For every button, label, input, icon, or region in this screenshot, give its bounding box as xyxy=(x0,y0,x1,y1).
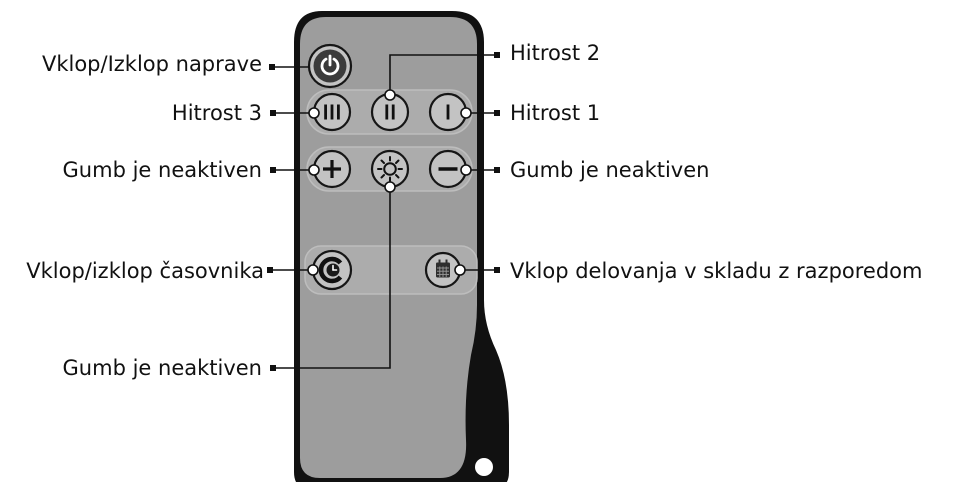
speed-1-icon xyxy=(446,104,450,120)
callout-schedule: Vklop delovanja v skladu z razporedom xyxy=(454,259,922,283)
callout-anchor-dot xyxy=(384,181,396,193)
callout-marker xyxy=(270,167,276,173)
callout-speed-2-label: Hitrost 2 xyxy=(510,41,600,65)
callout-light-label: Gumb je neaktiven xyxy=(63,356,262,380)
callout-plus-inactive: Gumb je neaktiven xyxy=(63,158,320,182)
sun-icon xyxy=(377,156,403,182)
callout-marker xyxy=(270,110,276,116)
callout-anchor-dot xyxy=(308,107,320,119)
timer-button xyxy=(311,249,353,291)
callout-speed-2: Hitrost 2 xyxy=(384,41,600,101)
speed-3-button xyxy=(312,92,352,132)
callout-marker xyxy=(494,52,500,58)
callout-light-inactive: Gumb je neaktiven xyxy=(63,181,396,380)
callout-anchor-dot xyxy=(460,107,472,119)
plus-button xyxy=(312,149,352,189)
remote-led-dot xyxy=(475,458,493,476)
callout-marker xyxy=(494,167,500,173)
callout-anchor-dot xyxy=(460,164,472,176)
speed-2-button xyxy=(370,92,410,132)
callout-marker xyxy=(269,64,275,70)
power-button xyxy=(307,43,353,89)
callout-marker xyxy=(270,365,276,371)
callout-speed-1: Hitrost 1 xyxy=(460,101,600,125)
clock-icon xyxy=(318,256,343,284)
callout-anchor-dot xyxy=(454,264,466,276)
callout-plus-label: Gumb je neaktiven xyxy=(63,158,262,182)
power-icon xyxy=(320,54,340,76)
speed-3-icon xyxy=(324,104,340,120)
speed-2-icon xyxy=(385,104,395,120)
plus-icon xyxy=(323,160,341,178)
callout-minus-inactive: Gumb je neaktiven xyxy=(460,158,709,182)
callout-anchor-dot xyxy=(384,89,396,101)
callout-timer: Vklop/izklop časovnika xyxy=(26,259,319,283)
leader-line xyxy=(276,192,391,369)
callout-anchor-dot xyxy=(307,264,319,276)
callout-timer-label: Vklop/izklop časovnika xyxy=(26,259,264,283)
callout-marker xyxy=(494,267,500,273)
callout-speed-1-label: Hitrost 1 xyxy=(510,101,600,125)
callout-power-label: Vklop/Izklop naprave xyxy=(42,52,262,76)
remote-control xyxy=(294,11,509,482)
callout-speed-3: Hitrost 3 xyxy=(172,101,320,125)
callout-marker xyxy=(494,110,500,116)
callout-schedule-label: Vklop delovanja v skladu z razporedom xyxy=(510,259,922,283)
callout-anchor-dot xyxy=(308,164,320,176)
callout-minus-label: Gumb je neaktiven xyxy=(510,158,709,182)
leader-line xyxy=(389,54,494,90)
callout-marker xyxy=(267,267,273,273)
callout-speed-3-label: Hitrost 3 xyxy=(172,101,262,125)
calendar-icon xyxy=(436,259,450,278)
callout-power: Vklop/Izklop naprave xyxy=(42,52,309,76)
